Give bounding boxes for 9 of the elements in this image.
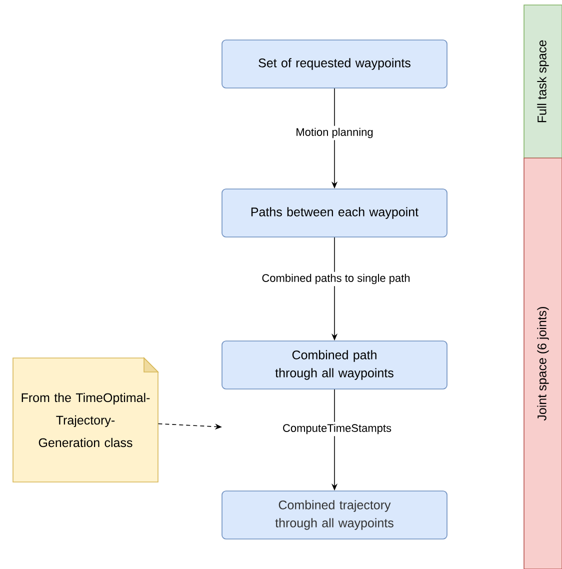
process-box: Set of requested waypoints [222, 40, 448, 88]
process-box: Paths between each waypoint [222, 188, 448, 238]
space-band: Full task space [524, 4, 562, 158]
process-box: Combined trajectory through all waypoints [222, 490, 448, 540]
process-box: Combined path through all waypoints [222, 340, 448, 390]
edge-label: Motion planning [294, 126, 376, 140]
edge-label: Combined paths to single path [260, 272, 412, 286]
space-band: Joint space (6 joints) [524, 158, 562, 569]
edge-label: ComputeTimeStampts [280, 422, 394, 436]
